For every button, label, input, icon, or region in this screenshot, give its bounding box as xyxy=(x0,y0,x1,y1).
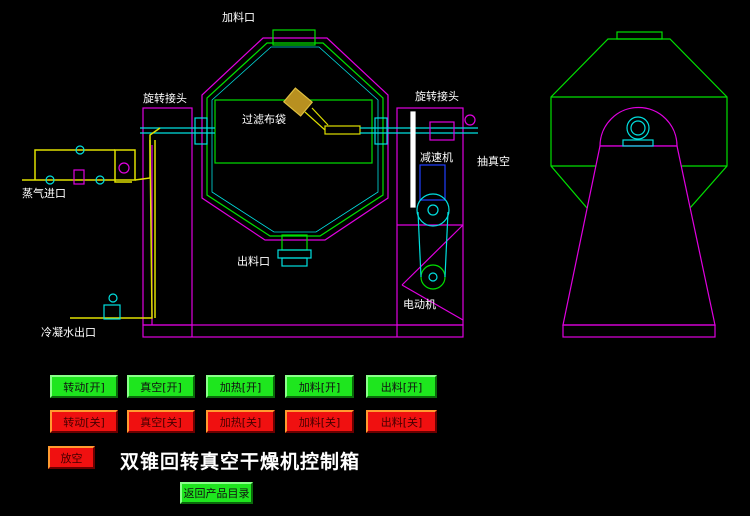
vacuum-off-button[interactable]: 真空[关] xyxy=(127,410,195,433)
feed-off-button[interactable]: 加料[关] xyxy=(285,410,354,433)
steam-pipe xyxy=(22,127,161,319)
label-rotary-joint-right: 旋转接头 xyxy=(415,90,459,103)
back-to-catalog-button[interactable]: 返回产品目录 xyxy=(180,482,253,504)
discharge-on-button[interactable]: 出料[开] xyxy=(366,375,437,398)
heat-off-button[interactable]: 加热[关] xyxy=(206,410,275,433)
label-feed-port: 加料口 xyxy=(222,11,255,24)
feed-on-button[interactable]: 加料[开] xyxy=(285,375,354,398)
side-view xyxy=(550,31,728,338)
rotate-on-button[interactable]: 转动[开] xyxy=(50,375,118,398)
label-vacuum: 抽真空 xyxy=(477,155,510,168)
vacuum-on-button[interactable]: 真空[开] xyxy=(127,375,195,398)
label-filter-bag: 过滤布袋 xyxy=(242,113,286,126)
double-cone-vessel xyxy=(201,29,389,267)
rotate-off-button[interactable]: 转动[关] xyxy=(50,410,118,433)
shaft xyxy=(140,114,478,145)
filter-bag xyxy=(282,87,361,135)
heat-on-button[interactable]: 加热[开] xyxy=(206,375,275,398)
label-steam-inlet: 蒸气进口 xyxy=(22,187,66,200)
vent-button[interactable]: 放空 xyxy=(48,446,95,469)
drive xyxy=(410,111,450,290)
valves xyxy=(45,145,130,320)
page-title: 双锥回转真空干燥机控制箱 xyxy=(120,451,361,473)
label-condensate-outlet: 冷凝水出口 xyxy=(41,326,96,339)
label-reducer: 减速机 xyxy=(420,151,453,164)
discharge-off-button[interactable]: 出料[关] xyxy=(366,410,437,433)
label-discharge-port: 出料口 xyxy=(237,255,270,268)
label-motor: 电动机 xyxy=(403,298,436,311)
label-rotary-joint-left: 旋转接头 xyxy=(143,92,187,105)
